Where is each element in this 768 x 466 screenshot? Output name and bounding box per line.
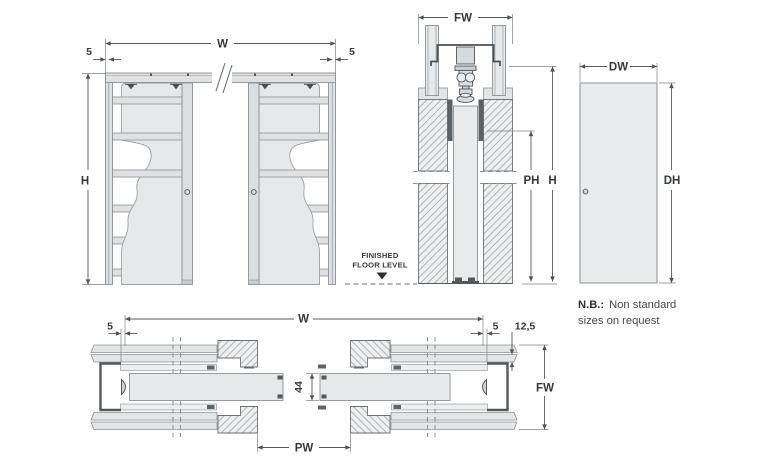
floor-level-line2: FLOOR LEVEL	[352, 261, 408, 270]
note-rest: Non standard	[609, 299, 676, 311]
door-panel	[579, 82, 658, 284]
dim-panel-dw	[579, 63, 658, 82]
dim-plan-w	[124, 315, 484, 346]
section-break-lines	[413, 171, 517, 184]
dim-section-h	[509, 66, 557, 285]
elevation-pocket-right	[248, 72, 336, 285]
note: N.B.: Non standard sizes on request	[578, 299, 676, 327]
dim-label-section-h: H	[548, 175, 556, 187]
dim-label-panel-dw: DW	[609, 62, 628, 74]
dim-label-plan-gap-left: 5	[107, 321, 113, 333]
dim-elevation-h	[82, 73, 106, 285]
dim-elevation-w	[105, 39, 336, 73]
dim-plan-gap-right	[470, 329, 500, 362]
dim-label-section-ph: PH	[524, 175, 540, 187]
door-handle	[582, 188, 589, 195]
dim-label-plan-door-thickness: 44	[293, 381, 305, 393]
dim-plan-door-thickness	[306, 373, 319, 401]
note-line1: N.B.: Non standard	[578, 299, 676, 311]
dim-label-elevation-gap-left: 5	[86, 46, 92, 58]
dim-label-plan-gap-right: 5	[493, 321, 499, 333]
plan-view: W 5 5 12,5 44	[89, 314, 554, 455]
studs	[425, 25, 506, 96]
liner-right	[478, 99, 484, 141]
dim-plan-fw	[519, 344, 549, 430]
dim-label-section-fw: FW	[454, 13, 472, 25]
top-track	[105, 62, 336, 94]
dim-label-elevation-w: W	[217, 39, 228, 51]
dim-plan-pw	[257, 434, 351, 452]
plan-door-left	[129, 373, 284, 401]
floor-guide	[452, 277, 479, 283]
dim-label-plan-w: W	[298, 314, 309, 326]
dim-plan-gap-left	[108, 329, 138, 362]
note-line2: sizes on request	[578, 315, 660, 327]
dim-panel-dh	[659, 82, 676, 284]
dim-label-plan-board: 12,5	[515, 321, 536, 333]
finished-floor-level: FINISHED FLOOR LEVEL	[345, 251, 417, 285]
plan-door-right	[318, 364, 451, 410]
elevation-view: W 5 5 H	[81, 39, 355, 285]
liner-left	[447, 99, 453, 141]
door-panel-view: DW DH	[579, 62, 681, 284]
section-walls	[418, 99, 513, 284]
floor-level-marker	[376, 272, 388, 280]
note-prefix: N.B.:	[578, 299, 604, 311]
track-profile	[430, 44, 501, 66]
elevation-pocket-left	[105, 72, 193, 285]
dim-section-ph	[487, 130, 535, 282]
section-view: FW PH H	[413, 13, 557, 285]
roller-trolley	[454, 46, 477, 103]
section-door	[453, 105, 478, 284]
dim-section-fw	[418, 14, 513, 44]
dim-label-panel-dh: DH	[664, 175, 681, 187]
dim-label-elevation-h: H	[81, 176, 89, 188]
dim-label-plan-fw: FW	[536, 383, 554, 395]
dim-label-plan-pw: PW	[295, 443, 314, 455]
floor-level-line1: FINISHED	[361, 251, 398, 260]
dim-label-elevation-gap-right: 5	[349, 46, 355, 58]
